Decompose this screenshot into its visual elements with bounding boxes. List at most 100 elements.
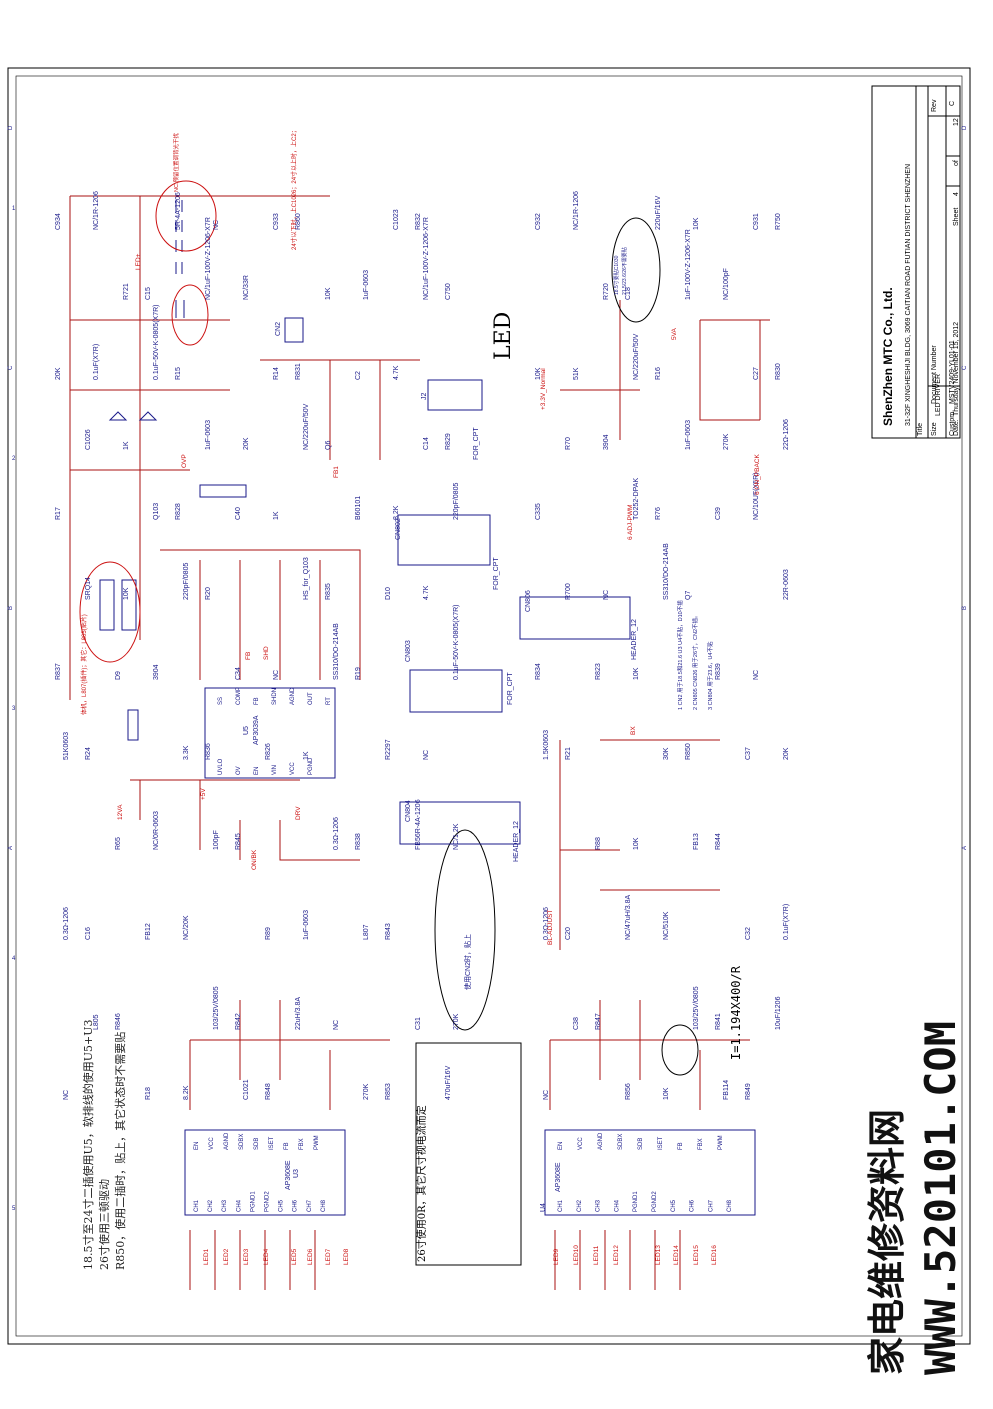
u3-pin-label: CH4 xyxy=(236,1199,242,1212)
component-label: NC xyxy=(63,1090,70,1100)
component-label: R21 xyxy=(565,747,572,760)
component-label: NC/1.2K xyxy=(453,823,460,850)
component-label: C16 xyxy=(85,927,92,940)
net-label: LED10 xyxy=(573,1245,580,1265)
u4-pin-label: CH7 xyxy=(708,1199,714,1212)
sheet-value: 4 xyxy=(953,192,960,196)
border-col-c: C xyxy=(8,365,14,370)
component-label: 8.2K xyxy=(393,505,400,520)
led-heading: LED xyxy=(491,312,516,360)
component-label: L807 xyxy=(363,924,370,940)
component-label: HS_for_Q103 xyxy=(303,557,310,600)
component-label: D9 xyxy=(115,671,122,680)
component-label: R15 xyxy=(175,367,182,380)
component-label: 270K xyxy=(723,433,730,450)
component-label: 20K xyxy=(243,437,250,450)
component-label: R76 xyxy=(655,507,662,520)
component-label: R828 xyxy=(175,503,182,520)
component-label: C40 xyxy=(235,507,242,520)
component-label: R849 xyxy=(745,1083,752,1100)
watermark-url: WWW.520101.COM xyxy=(916,1021,965,1375)
component-label: R841 xyxy=(715,1013,722,1030)
component-label: NC xyxy=(753,670,760,680)
border-row-1: 1 xyxy=(12,206,16,212)
component-label: 1uF-100V-Z-1206-X7R xyxy=(685,229,692,300)
component-label: 1.5K0603 xyxy=(543,730,550,760)
connector-j2: J2 xyxy=(421,393,428,401)
company-address: 31-32F XINGHESHIJI BLDG, 3069 CAITIAN RO… xyxy=(905,164,912,426)
net-label: LED13 xyxy=(655,1245,662,1265)
component-label: R844 xyxy=(715,833,722,850)
u4-pin-label: CH3 xyxy=(596,1199,602,1212)
component-label: R846 xyxy=(115,1013,122,1030)
u4-pin-label: ISET xyxy=(658,1136,664,1150)
component-label: 1uF-0603 xyxy=(363,270,370,300)
component-label: 0.1uF-50V-K-0805(X7R) xyxy=(453,605,460,680)
component-label: FB13 xyxy=(693,833,700,850)
component-label: R18 xyxy=(145,1087,152,1100)
component-label: 20K xyxy=(783,747,790,760)
cap-note: 24寸以下时，上C1026；24寸以上时，上C2； xyxy=(290,127,298,250)
component-label: 0.1uF(X7R) xyxy=(783,904,790,940)
component-label: 22Ω-1206 xyxy=(783,419,790,450)
component-label: R750 xyxy=(775,213,782,230)
net-label: +3.3V_Normal xyxy=(540,368,547,410)
component-label: R832 xyxy=(415,213,422,230)
u5-pin-label: EN xyxy=(254,767,260,775)
u4-pin-label: FB xyxy=(678,1142,684,1150)
border-col-d: D xyxy=(8,125,14,130)
component-label: NC/1uF-100V-Z-1206-X7R xyxy=(205,217,212,300)
component-label: 1K xyxy=(123,441,130,450)
net-label: LED15 xyxy=(693,1245,700,1265)
net-label: LED9 xyxy=(553,1248,560,1265)
net-label: SHD xyxy=(263,646,270,660)
component-label: NC/10UF(X5R) xyxy=(753,473,760,520)
net-label: LED1 xyxy=(203,1248,210,1265)
component-label: R848 xyxy=(265,1083,272,1100)
u4-pin-label: CH5 xyxy=(671,1199,677,1212)
component-label: 3904 xyxy=(603,434,610,450)
u3-pin-label: CH7 xyxy=(307,1199,313,1212)
r850-note: 使用CN2时，贴上 xyxy=(463,934,472,990)
border-col-b: B xyxy=(8,606,14,610)
component-label: R856 xyxy=(625,1083,632,1100)
component-label: NC xyxy=(273,670,280,680)
component-label: FB114 xyxy=(723,1080,730,1100)
component-label: NC xyxy=(423,750,430,760)
u3-pin-label: ISET xyxy=(269,1136,275,1150)
u5-pin-label: RT xyxy=(326,697,332,705)
net-label: 12VA xyxy=(117,804,124,820)
border-row-2: 2 xyxy=(12,456,16,462)
watermark-cn: 家电维修资料网 xyxy=(864,1109,909,1375)
u3-pin-label: VCC xyxy=(209,1137,215,1150)
component-label: R720 xyxy=(603,283,610,300)
net-label: 5VA xyxy=(671,328,678,340)
component-label: C931 xyxy=(753,213,760,230)
component-label: C39 xyxy=(715,507,722,520)
u5-pin-label: VIN xyxy=(272,765,278,775)
u4-body xyxy=(544,1129,756,1216)
docnum-label: Document Number xyxy=(931,345,938,404)
component-label: 30K xyxy=(663,747,670,760)
component-label: R17 xyxy=(55,507,62,520)
component-label: D10 xyxy=(385,587,392,600)
net-label: LED16 xyxy=(711,1245,718,1265)
component-label: 10K xyxy=(693,217,700,230)
component-label: 51K0603 xyxy=(63,732,70,760)
component-label: SRQ14 xyxy=(85,577,92,600)
docnum-value: MSTV2409-YL01-01 xyxy=(949,340,956,404)
connector-header12-a: HEADER_12 xyxy=(513,821,520,862)
component-label: C1023 xyxy=(393,209,400,230)
wiring xyxy=(69,195,770,1290)
component-label: R834 xyxy=(535,663,542,680)
component-label: C20 xyxy=(565,927,572,940)
u5-pin-label: UVLO xyxy=(218,758,224,775)
u5-part: AP3039A xyxy=(253,715,260,745)
u3-pin-label: CH5 xyxy=(279,1199,285,1212)
cn-note-3: 3 CN804 用于23.6，U4不贴 xyxy=(706,641,714,710)
u3-pin-label: CH8 xyxy=(321,1199,327,1212)
net-label: LED4 xyxy=(263,1248,270,1265)
